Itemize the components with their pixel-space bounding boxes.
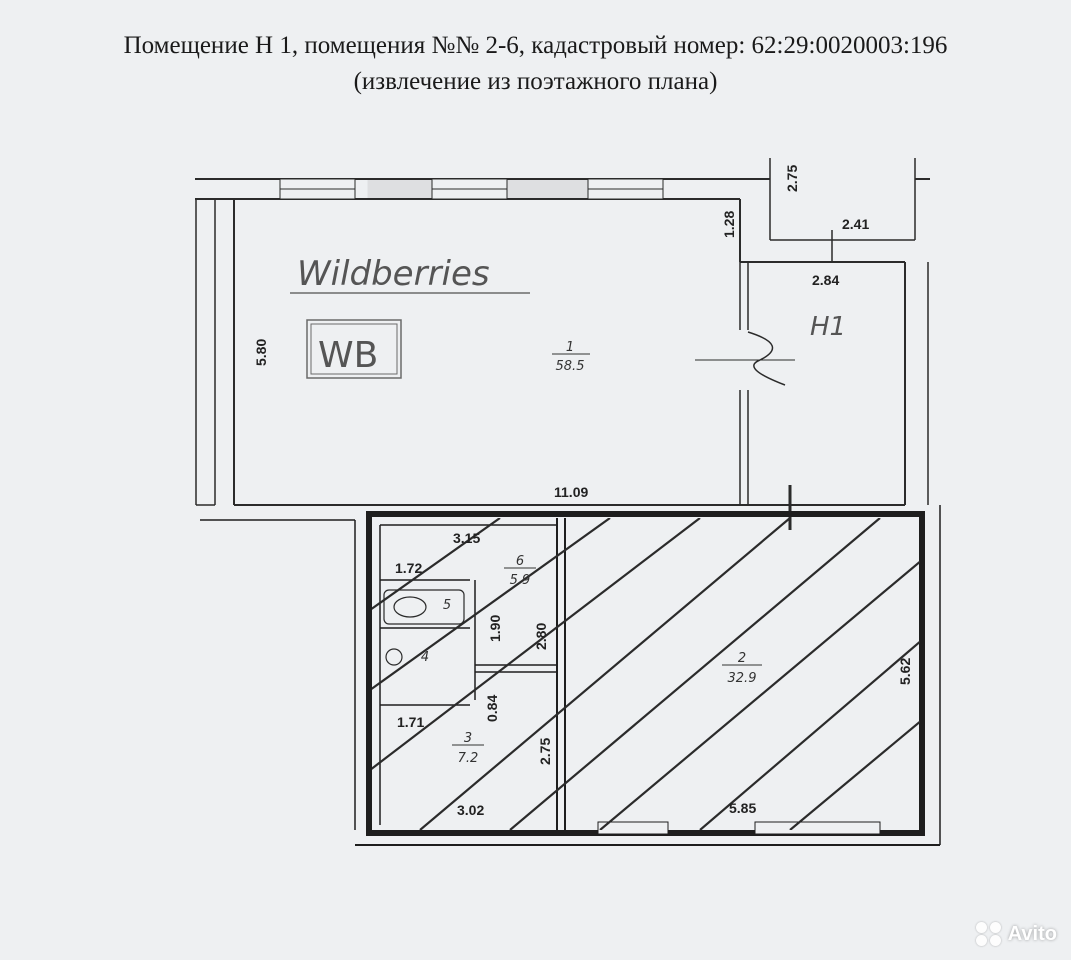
dim-3-02: 3.02 [457, 802, 484, 818]
dim-2-84: 2.84 [812, 272, 839, 288]
room-1-area: 58.5 [556, 359, 585, 374]
room-3-number: 3 [464, 731, 472, 746]
dim-0-84: 0.84 [484, 695, 500, 722]
dim-3-15: 3.15 [453, 530, 480, 546]
room-label-handwriting: H1 [810, 312, 846, 342]
room-6-area: 5.9 [510, 573, 531, 588]
dim-2-41: 2.41 [842, 216, 869, 232]
dim-1-72: 1.72 [395, 560, 422, 576]
handwritten-notes: Wildberries WB H1 [290, 254, 846, 379]
room-6-number: 6 [516, 554, 524, 569]
page-title: Помещение Н 1, помещения №№ 2-6, кадастр… [0, 28, 1071, 100]
dim-1-28: 1.28 [721, 211, 737, 238]
title-line-1: Помещение Н 1, помещения №№ 2-6, кадастр… [123, 32, 948, 59]
dim-2-75-low: 2.75 [537, 738, 553, 765]
dim-2-75-top: 2.75 [784, 165, 800, 192]
room-4-number: 4 [421, 650, 429, 665]
brand-handwriting: Wildberries [297, 254, 490, 294]
avito-logo-icon [975, 922, 1002, 946]
top-windows [279, 178, 664, 200]
dim-11-09: 11.09 [554, 484, 588, 500]
bath-fixtures [383, 589, 465, 666]
dim-1-90: 1.90 [487, 615, 503, 642]
room-2-area: 32.9 [728, 671, 757, 686]
hatching [372, 518, 920, 830]
room-2-number: 2 [738, 651, 746, 666]
dim-2-80: 2.80 [533, 623, 549, 650]
dim-5-85: 5.85 [729, 800, 756, 816]
title-line-2: (извлечение из поэтажного плана) [353, 68, 718, 95]
room-5-number: 5 [443, 598, 451, 613]
lower-block-walls [200, 505, 941, 846]
upper-room-walls [195, 158, 930, 530]
avito-watermark: Avito [975, 922, 1057, 946]
room-labels: 1 58.5 2 32.9 3 7.2 4 5 6 5.9 [421, 340, 762, 766]
room-3-area: 7.2 [458, 751, 479, 766]
watermark-text: Avito [1007, 922, 1057, 945]
room-1-number: 1 [566, 340, 574, 355]
dim-5-80: 5.80 [253, 339, 269, 366]
logo-handwriting: WB [318, 335, 378, 376]
dim-1-71: 1.71 [397, 714, 424, 730]
dim-5-62: 5.62 [897, 658, 913, 685]
dimension-labels: 2.75 1.28 2.41 2.84 5.80 11.09 3.15 1.72… [253, 165, 913, 818]
